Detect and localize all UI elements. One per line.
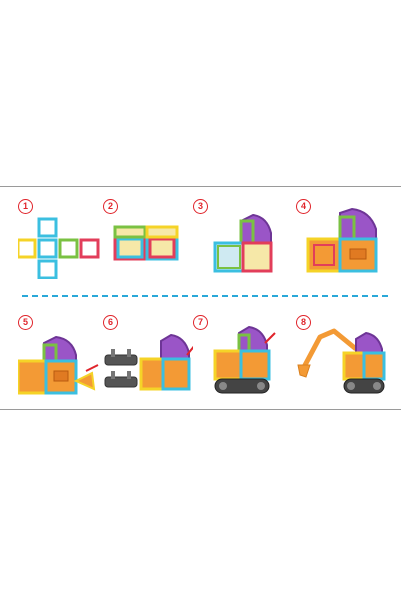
cab-with-roof-icon [306, 207, 378, 273]
step-4: 4 [296, 199, 386, 279]
section-divider [22, 295, 388, 297]
excavator-with-arm-icon [297, 328, 386, 394]
step-1: 1 [18, 199, 108, 279]
vehicle-on-tracks-icon [213, 325, 276, 394]
cab-with-triangle-piece-icon [18, 335, 99, 395]
two-cubes-icon [113, 225, 179, 261]
cross-of-magnetic-tiles-icon [18, 217, 100, 279]
step-number-badge: 5 [18, 315, 33, 330]
step-8: 8 [296, 315, 386, 395]
step-6: 6 [103, 315, 193, 395]
step-2: 2 [103, 199, 193, 279]
step-number-badge: 3 [193, 199, 208, 214]
step-number-badge: 8 [296, 315, 311, 330]
cab-with-track-bases-icon [104, 333, 193, 391]
step-7: 7 [193, 315, 283, 395]
step-number-badge: 4 [296, 199, 311, 214]
step-5: 5 [18, 315, 108, 395]
step-3: 3 [193, 199, 283, 279]
step-number-badge: 2 [103, 199, 118, 214]
step-number-badge: 6 [103, 315, 118, 330]
cab-frame-icon [213, 213, 273, 273]
step-number-badge: 7 [193, 315, 208, 330]
step-number-badge: 1 [18, 199, 33, 214]
instruction-panel: 1 2 3 4 [0, 186, 401, 410]
